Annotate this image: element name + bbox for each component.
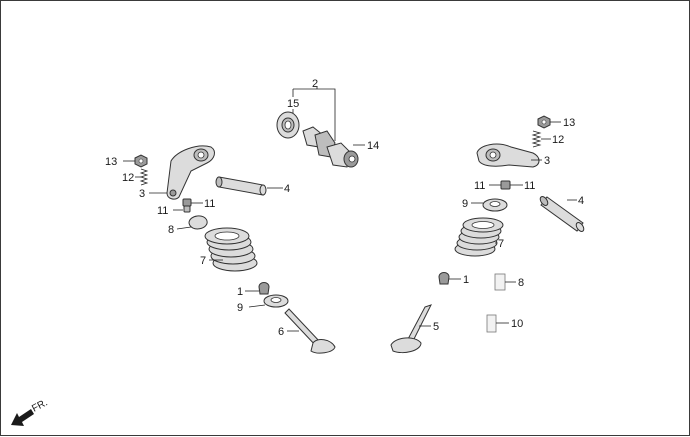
- label-shaft-left: 4: [284, 183, 290, 195]
- valve-spring-right: 7: [454, 217, 504, 257]
- direction-label: FR.: [30, 397, 49, 414]
- label-seal-right: 8: [518, 277, 524, 289]
- rocker-arm-right: 3: [476, 143, 550, 168]
- label-adjuster-right-a: 11: [474, 180, 485, 192]
- rocker-arm-left: 3: [139, 145, 215, 200]
- valve-seal-left: 8: [168, 215, 208, 236]
- label-retainer-left: 9: [237, 302, 243, 314]
- nut-right: 13: [537, 115, 575, 129]
- label-cam-group: 2: [312, 78, 318, 90]
- label-bearing: 15: [287, 98, 299, 110]
- direction-indicator: FR.: [11, 397, 50, 426]
- rocker-shaft-left: 4: [215, 176, 290, 196]
- label-spring-left: 12: [122, 172, 134, 184]
- label-nut-left: 13: [105, 156, 117, 168]
- seal-right: 8: [494, 273, 524, 291]
- label-retainer-right: 9: [462, 198, 468, 210]
- label-valve-spring-right: 7: [498, 238, 504, 250]
- label-adjuster-left-a: 11: [204, 198, 215, 210]
- spring-left: 12: [122, 168, 149, 186]
- label-rocker-right: 3: [544, 155, 550, 167]
- retainer-left: 9: [237, 294, 289, 314]
- retainer-right: 9: [462, 198, 508, 212]
- label-cotter-left: 1: [237, 286, 243, 298]
- adjuster-left: 11 11: [157, 198, 215, 217]
- label-valve-left: 6: [278, 326, 284, 338]
- label-shaft-right: 4: [578, 195, 584, 207]
- cotter-left: 1: [237, 282, 270, 298]
- label-valve-spring-left: 7: [200, 255, 206, 267]
- spring-right: 12: [531, 130, 564, 148]
- valve-guide-right: 10: [486, 314, 523, 333]
- rocker-shaft-right: 4: [539, 195, 585, 232]
- label-nut-right: 13: [563, 117, 575, 129]
- cam-group-bracket: 2: [292, 78, 336, 141]
- label-valve-right: 5: [433, 321, 439, 333]
- label-cotter-right: 1: [463, 274, 469, 286]
- bearing: 15: [276, 98, 300, 139]
- arrow-down-left-icon: [11, 409, 34, 426]
- label-camshaft: 14: [367, 140, 379, 152]
- cotter-right: 1: [438, 272, 469, 286]
- label-guide-right: 10: [511, 318, 523, 330]
- camshaft: 14: [302, 126, 379, 168]
- label-rocker-left: 3: [139, 188, 145, 200]
- label-seal-left: 8: [168, 224, 174, 236]
- valve-spring-left: 7: [200, 227, 258, 272]
- label-adjuster-right-b: 11: [524, 180, 535, 192]
- nut-left: 13: [105, 154, 148, 168]
- label-adjuster-left-b: 11: [157, 205, 168, 217]
- valve-left: 6: [278, 308, 336, 354]
- valve-right: 5: [390, 304, 439, 354]
- adjuster-right: 11 11: [474, 180, 535, 192]
- label-spring-right: 12: [552, 134, 564, 146]
